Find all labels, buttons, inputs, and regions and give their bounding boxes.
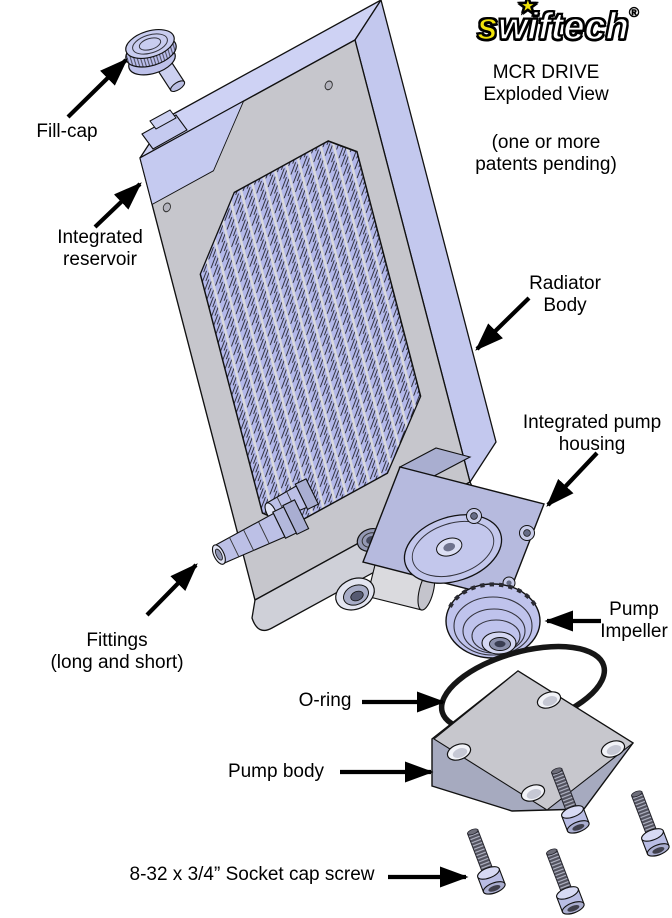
label-integrated-pump-housing: Integrated pump housing: [522, 412, 662, 455]
label-pump-body: Pump body: [227, 761, 325, 782]
integrated-reservoir-part: [139, 100, 245, 206]
patent-note: (one or more patents pending): [475, 132, 617, 175]
label-socket-cap-screw: 8-32 x 3/4” Socket cap screw: [129, 864, 375, 885]
label-fittings: Fittings (long and short): [50, 630, 184, 673]
label-o-ring: O-ring: [298, 690, 352, 711]
leader-integrated-pump-housing: [546, 451, 599, 507]
label-pump-impeller: Pump Impeller: [600, 599, 668, 642]
label-radiator-body: Radiator Body: [529, 273, 601, 316]
product-title: MCR DRIVE: [492, 62, 600, 83]
pump-body-screw-holes: [446, 691, 626, 802]
registered-mark: ®: [628, 4, 640, 21]
star-icon: ★: [518, 0, 539, 19]
swiftech-logo: ★ swiftech®: [448, 0, 668, 60]
fill-port-boss: [141, 109, 188, 150]
socket-cap-screws-part: [466, 767, 670, 915]
label-integrated-reservoir: Integrated reservoir: [57, 227, 143, 270]
leader-arrows: [66, 58, 601, 888]
leader-integrated-reservoir: [93, 182, 142, 229]
leader-fittings: [145, 563, 198, 617]
view-name: Exploded View: [483, 84, 609, 105]
logo-first-letter: s: [476, 5, 499, 49]
pump-housing-part: [362, 447, 545, 600]
pump-impeller-part: [445, 582, 541, 659]
pump-body-part: [431, 670, 635, 812]
logo-brand-text: wiftech: [497, 5, 630, 49]
fittings-part: [211, 478, 320, 565]
title-block: MCR DRIVE Exploded View (one or more pat…: [440, 62, 652, 176]
fill-cap-part: [125, 28, 186, 93]
leader-fill-cap: [66, 58, 128, 119]
label-fill-cap: Fill-cap: [36, 121, 98, 142]
leader-radiator-body: [475, 296, 531, 351]
